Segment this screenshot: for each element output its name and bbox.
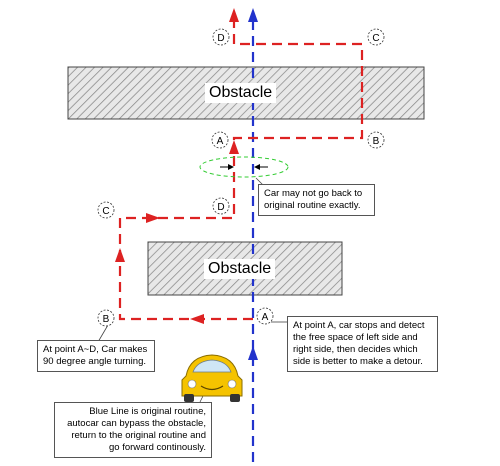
detour-upper-path: [232, 20, 364, 140]
obstacle-label-top: Obstacle: [205, 83, 277, 103]
point-label-d-top: D: [217, 33, 224, 44]
point-label-c-top: C: [372, 33, 379, 44]
point-label-b-top: B: [373, 136, 380, 147]
note-legend: Blue Line is original routine, autocar c…: [54, 402, 212, 458]
point-label-a-bottom: A: [262, 312, 269, 323]
detour-arrow-up: [115, 248, 125, 262]
note-point-a: At point A, car stops and detect the fre…: [287, 316, 438, 372]
detour-arrow-to-a: [229, 140, 239, 154]
point-label-c-mid: C: [102, 206, 109, 217]
point-label-d-mid: D: [217, 202, 224, 213]
gap-arrowhead-left: [228, 164, 234, 170]
detour-lower-path: [118, 150, 253, 321]
point-circles: [97, 28, 385, 327]
point-label-b-bottom: B: [103, 314, 110, 325]
gap-arrowhead-right: [254, 164, 260, 170]
car-icon: [181, 354, 243, 402]
point-label-a-top: A: [217, 136, 224, 147]
obstacle-label-bottom: Obstacle: [204, 259, 276, 279]
detour-arrow-end: [229, 8, 239, 22]
detour-arrow-left: [190, 314, 204, 324]
detour-arrow-right: [146, 213, 160, 223]
route-arrow-bottom: [248, 346, 258, 360]
tolerance-ellipse: [199, 156, 289, 178]
callout-line-turning: [97, 324, 109, 343]
route-arrow-top: [248, 8, 258, 22]
note-no-return: Car may not go back to original routine …: [258, 184, 375, 216]
note-turning: At point A~D, Car makes 90 degree angle …: [37, 340, 155, 372]
